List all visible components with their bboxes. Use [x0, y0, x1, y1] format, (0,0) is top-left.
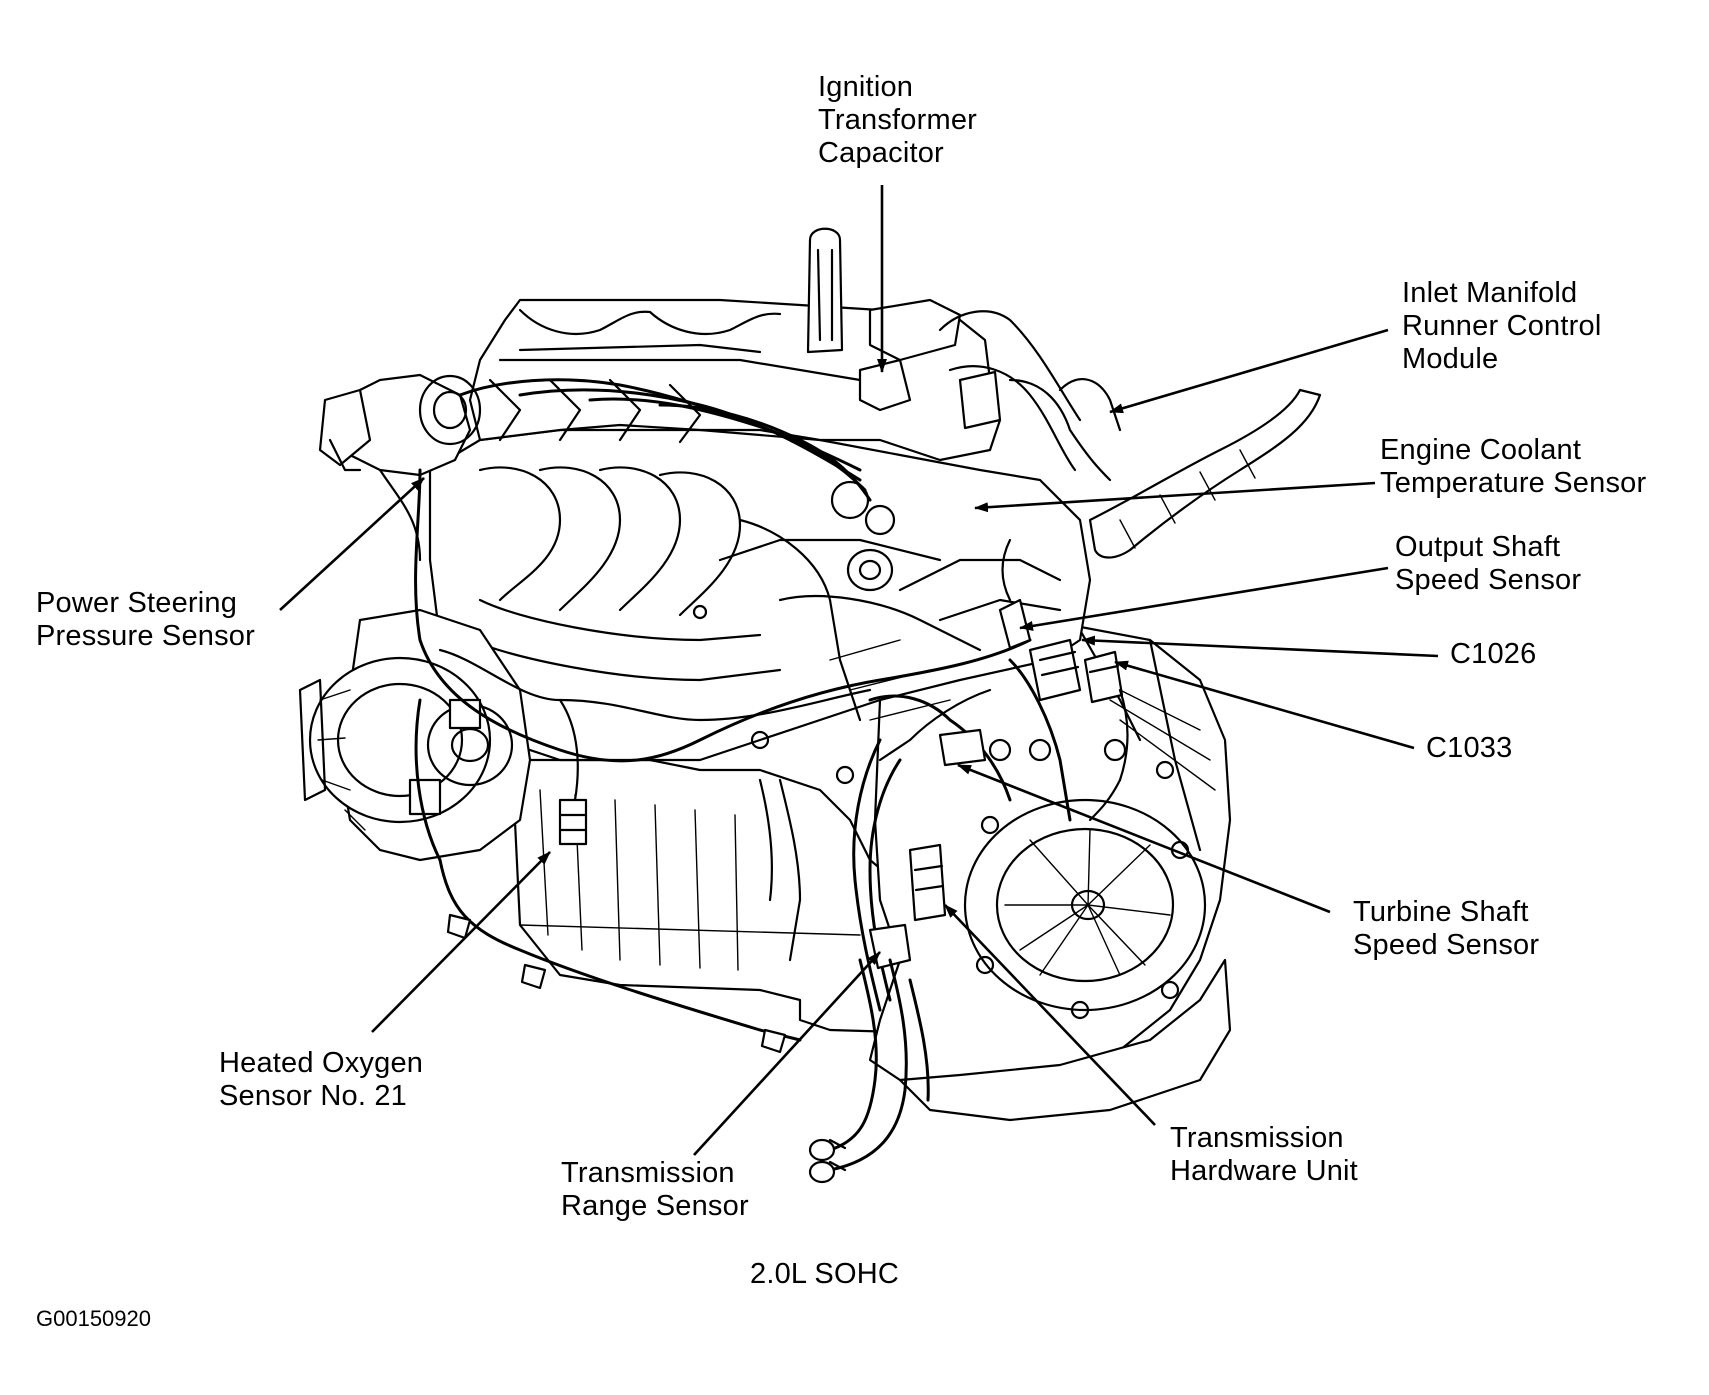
leader-heated-oxygen: [371, 851, 551, 1033]
label-heated-oxygen-sensor-no-21: Heated Oxygen Sensor No. 21: [219, 1047, 424, 1112]
leader-c1033: [1114, 660, 1415, 750]
turbine-sensor: [938, 728, 987, 767]
label-transmission-range-sensor: Transmission Range Sensor: [561, 1157, 749, 1222]
alternator: [308, 656, 492, 824]
leader-power-steering: [279, 477, 425, 611]
diagram-caption: 2.0L SOHC: [750, 1258, 900, 1290]
label-turbine-shaft-speed-sensor: Turbine Shaft Speed Sensor: [1353, 896, 1540, 961]
upper-hose: [1088, 388, 1322, 559]
leader-inlet-manifold: [1109, 328, 1389, 414]
leader-coolant: [974, 481, 1376, 513]
figure-code: G00150920: [36, 1306, 151, 1331]
label-engine-coolant-temperature-sensor: Engine Coolant Temperature Sensor: [1380, 434, 1647, 499]
leader-c1026: [1081, 635, 1439, 658]
label-transmission-hardware-unit: Transmission Hardware Unit: [1170, 1122, 1358, 1187]
label-c1026: C1026: [1450, 638, 1537, 670]
label-c1033: C1033: [1426, 732, 1513, 764]
leader-hardware-unit: [944, 904, 1156, 1126]
leader-output-shaft: [1019, 566, 1389, 631]
dipstick-handle: [806, 227, 844, 354]
c1026-connector: [1028, 638, 1082, 702]
label-ignition-transformer-capacitor: Ignition Transformer Capacitor: [818, 71, 978, 169]
label-inlet-manifold-runner-control-module: Inlet Manifold Runner Control Module: [1402, 277, 1602, 375]
engine-illustration: [298, 227, 1322, 1184]
heated-oxygen-sensor-connector: [558, 798, 588, 846]
leader-turbine-shaft: [957, 763, 1331, 914]
leader-lines: [279, 185, 1439, 1156]
label-output-shaft-speed-sensor: Output Shaft Speed Sensor: [1395, 531, 1582, 596]
hardware-unit-connector: [908, 843, 947, 922]
transmission-pan: [898, 958, 1232, 1122]
label-power-steering-pressure-sensor: Power Steering Pressure Sensor: [36, 587, 255, 652]
leader-range-sensor: [693, 951, 881, 1156]
c1033-connector: [1083, 650, 1124, 704]
